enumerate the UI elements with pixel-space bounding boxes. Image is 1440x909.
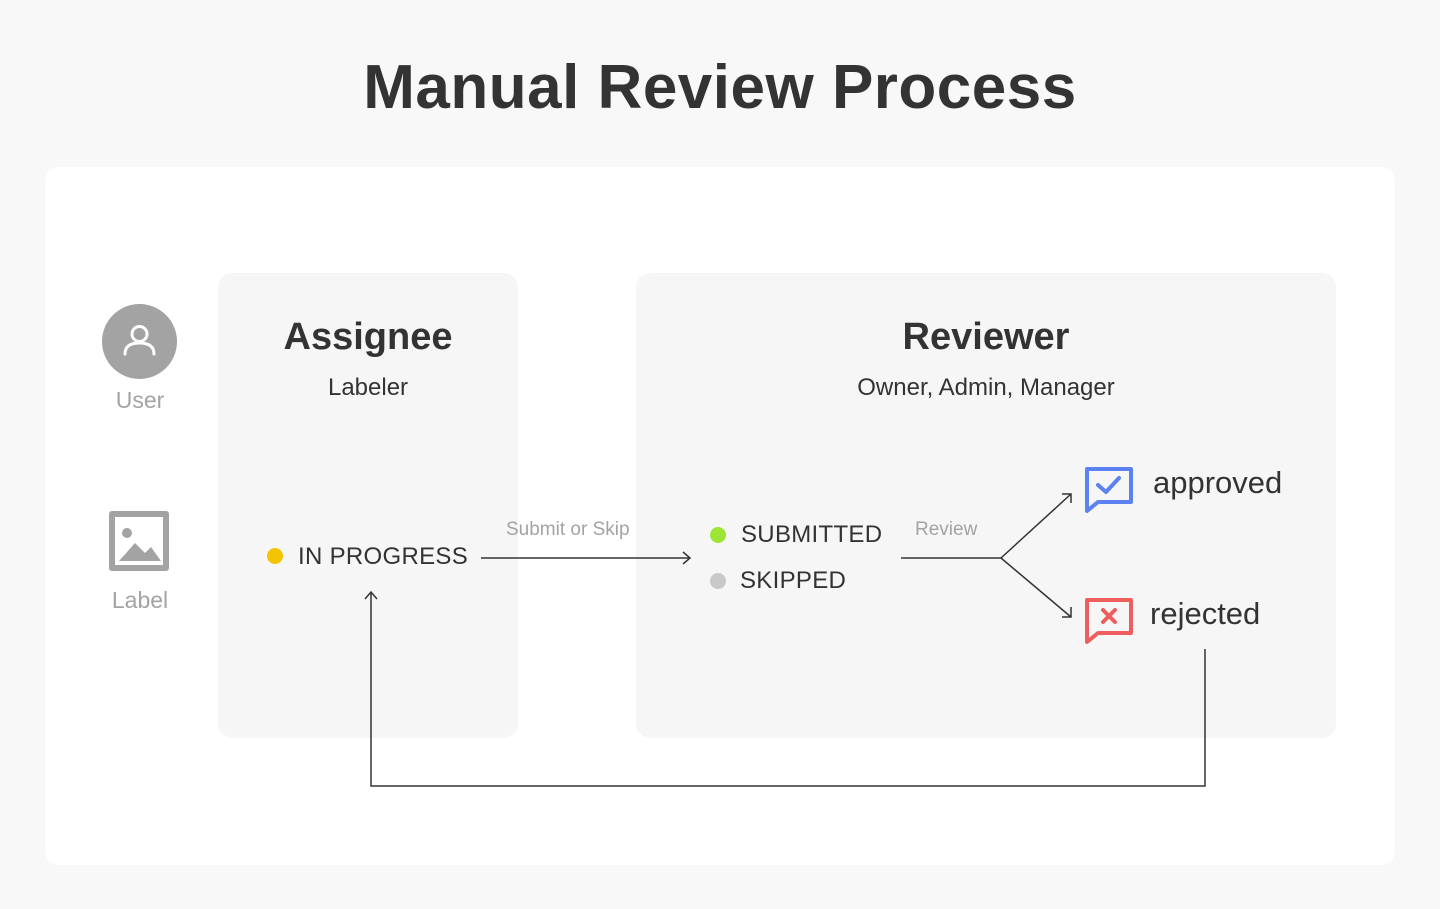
reviewer-heading: Reviewer [902, 316, 1070, 358]
approved-outcome: approved [1153, 465, 1283, 500]
reviewer-roles: Owner, Admin, Manager [857, 374, 1115, 401]
review-label: Review [915, 519, 978, 540]
rejected-chat-icon [1084, 597, 1134, 645]
assignee-role: Labeler [327, 374, 409, 401]
skipped-status: SKIPPED [740, 567, 847, 594]
assignee-heading: Assignee [283, 316, 453, 358]
page-title: Manual Review Process [363, 53, 1077, 122]
label-legend-label: Label [111, 587, 169, 613]
submitted-status: SUBMITTED [741, 521, 883, 548]
image-label-icon [107, 509, 171, 573]
submit-or-skip-label: Submit or Skip [506, 519, 630, 540]
rejected-outcome: rejected [1150, 596, 1261, 631]
user-legend-label: User [115, 387, 165, 413]
approved-chat-icon [1084, 466, 1134, 514]
skipped-dot [710, 573, 726, 589]
submitted-dot [710, 527, 726, 543]
in-progress-status: IN PROGRESS [298, 543, 468, 570]
in-progress-dot [267, 548, 283, 564]
user-icon [102, 304, 177, 379]
